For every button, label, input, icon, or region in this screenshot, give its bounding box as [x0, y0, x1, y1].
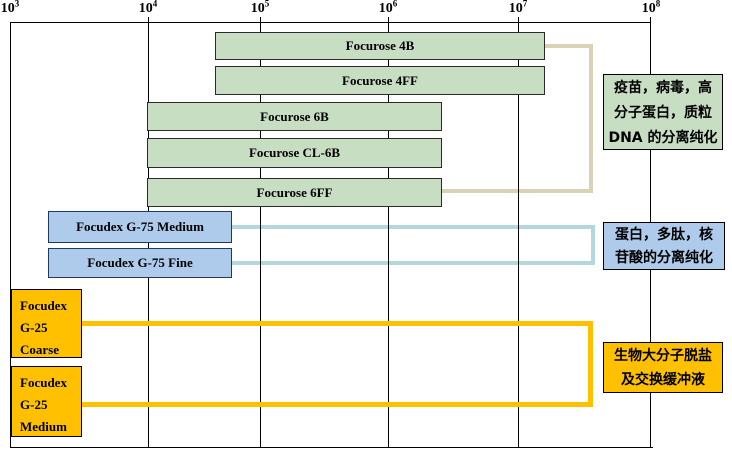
axis-tick-label-1e6: 106: [378, 0, 398, 16]
g25-line: Focudex: [20, 298, 67, 313]
note-line: 及交换缓冲液: [621, 372, 705, 388]
bar-focurose-cl-6b: Focurose CL-6B: [147, 138, 442, 168]
yellow-bracket-bottom: [82, 402, 593, 407]
bar-label: Focurose CL-6B: [248, 145, 341, 160]
note-vaccine-virus-protein-dna: 疫苗，病毒，高 分子蛋白，质粒 DNA 的分离纯化: [603, 74, 723, 150]
g25-line: Medium: [20, 419, 67, 434]
axis-top-line: [10, 22, 651, 23]
axis-tick-label-1e4: 104: [138, 0, 158, 16]
note-line: 疫苗，病毒，高: [614, 80, 712, 96]
note-desalting-buffer-exchange: 生物大分子脱盐 及交换缓冲液: [603, 342, 723, 393]
axis-tick-label-1e3: 103: [0, 0, 20, 16]
bar-focurose-4b: Focurose 4B: [215, 32, 545, 60]
note-line: 蛋白，多肽，核: [615, 227, 713, 243]
note-line: 分子蛋白，质粒: [614, 105, 712, 121]
gridline-1e7: [518, 17, 519, 447]
blue-bracket-top: [232, 225, 595, 229]
bar-focurose-6b: Focurose 6B: [147, 102, 442, 131]
g25-line: Coarse: [20, 342, 59, 357]
note-line: 生物大分子脱盐: [614, 348, 712, 364]
bar-focurose-4ff: Focurose 4FF: [215, 66, 545, 95]
bar-label: Focurose 4B: [345, 38, 415, 53]
bar-label: Focudex G-75 Medium: [76, 219, 204, 234]
note-line: 苷酸的分离纯化: [615, 250, 713, 266]
bar-focudex-g75-medium: Focudex G-75 Medium: [48, 211, 232, 243]
yellow-bracket-vertical: [588, 321, 593, 407]
beige-bracket-top: [545, 44, 593, 48]
bar-label: Focurose 6FF: [256, 184, 333, 200]
g25-line: Focudex: [20, 375, 67, 390]
axis-tick-label-1e7: 107: [508, 0, 528, 16]
gridline-1e6: [388, 17, 389, 447]
axis-bottom-line: [10, 447, 653, 448]
gridline-1e5: [260, 17, 261, 447]
note-protein-peptide-nucleotide: 蛋白，多肽，核 苷酸的分离纯化: [603, 222, 725, 270]
gridline-1e3: [10, 22, 11, 447]
bar-focudex-g75-fine: Focudex G-75 Fine: [48, 248, 232, 278]
blue-bracket-vertical: [591, 225, 595, 265]
blue-bracket-bottom: [232, 261, 595, 265]
bar-focudex-g25-medium: Focudex G-25 Medium: [11, 366, 82, 437]
bar-focudex-g25-coarse: Focudex G-25 Coarse: [11, 289, 82, 358]
note-line: DNA 的分离纯化: [608, 130, 718, 146]
beige-bracket-bottom: [442, 189, 593, 193]
yellow-bracket-top: [82, 321, 593, 326]
beige-bracket-vertical: [589, 44, 593, 193]
g25-line: G-25: [20, 397, 48, 412]
bar-label: Focudex G-75 Fine: [87, 255, 193, 270]
bar-label: Focurose 6B: [260, 108, 329, 124]
bar-focurose-6ff: Focurose 6FF: [147, 178, 442, 207]
axis-tick-label-1e8: 108: [641, 0, 661, 16]
g25-line: G-25: [20, 320, 48, 335]
axis-tick-label-1e5: 105: [250, 0, 270, 16]
bar-label: Focurose 4FF: [342, 72, 418, 88]
